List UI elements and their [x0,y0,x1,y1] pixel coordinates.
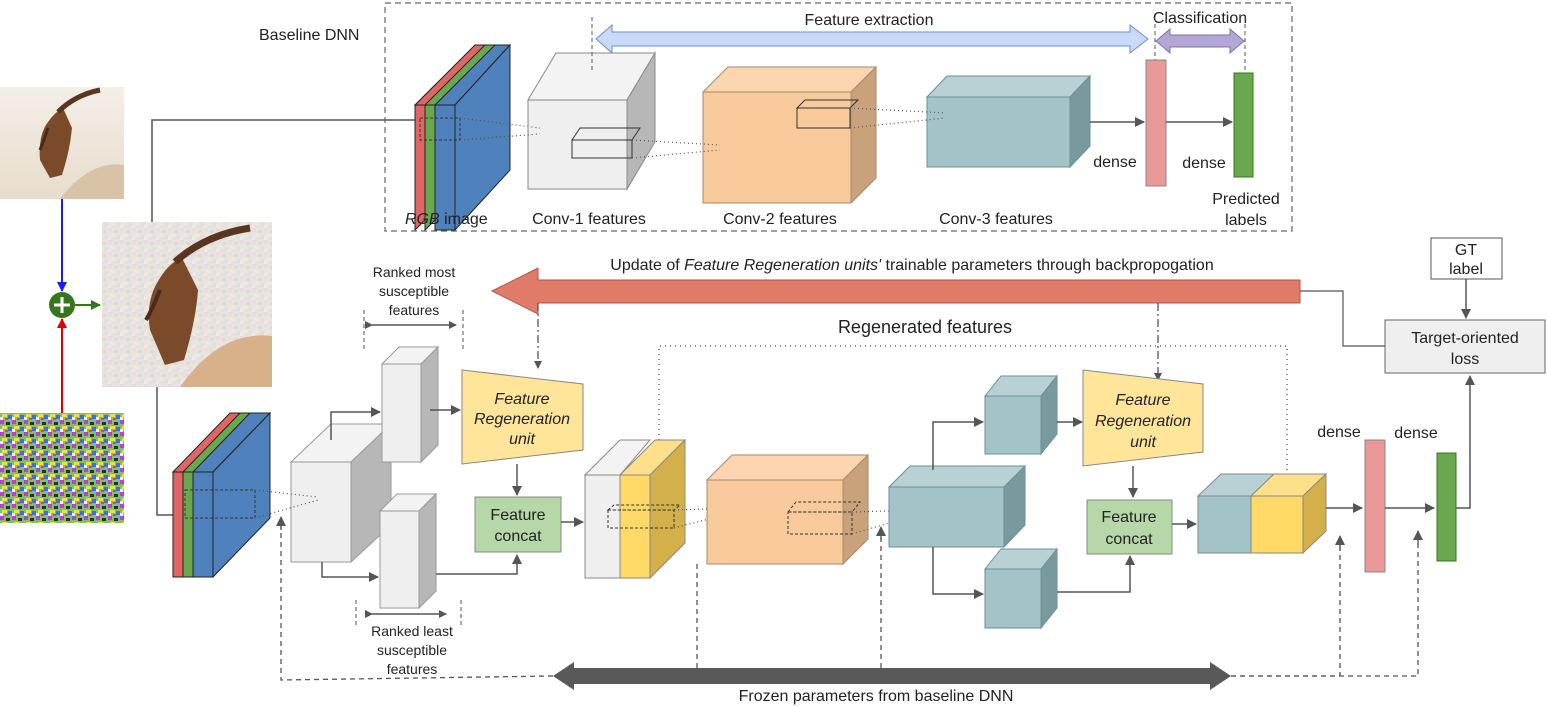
concat2-line1: Feature [1101,509,1156,526]
baseline-rgb-stack [413,43,512,232]
frozen-parameters-label: Frozen parameters from baseline DNN [739,688,1014,705]
fr1-line1: Feature [494,391,549,408]
ranked-most-line2: susceptible [379,283,449,299]
feature-extraction-label: Feature extraction [805,12,934,29]
baseline-dense1-bar [1145,59,1167,187]
baseline-dense2-label: dense [1182,155,1226,172]
backprop-arrow [490,267,1301,315]
conv1-to-least-arrow [321,562,379,582]
fr2-line1: Feature [1115,392,1170,409]
conv1-label: Conv-1 features [532,211,646,228]
concat2-line2: concat [1105,531,1153,548]
adversarial-noise-image [0,413,124,523]
lower-receptive-dots-1 [254,489,319,519]
ibex-perturbed-image [102,222,272,387]
ranked-most-line3: features [389,302,440,318]
fr2-line2: Regeneration [1095,413,1191,430]
feature-extraction-arrow [595,23,1149,55]
predicted-labels-line2: labels [1225,212,1267,229]
regenerated-features-label: Regenerated features [838,317,1012,337]
frozen-connector-heads [276,516,1423,550]
feature-regeneration-unit-2 [1082,369,1204,467]
classification-label: Classification [1153,10,1247,27]
least-to-concat1-arrow [436,554,522,575]
teal-bottom-to-concat2-arrow [1057,555,1135,593]
rgb-image-label: RGB image [405,211,488,228]
lower-dense1-bar [1364,439,1386,573]
gt-line2: label [1449,261,1483,278]
backprop-label: Update of Feature Regeneration units' tr… [610,257,1213,274]
target-oriented-loss-box [1384,319,1546,374]
baseline-dnn-frame [384,2,1293,232]
lower-dense2-bar [1436,452,1457,562]
conv1-to-most-arrow [330,407,381,440]
baseline-conv3-cube [925,74,1092,169]
gt-line1: GT [1455,242,1477,259]
baseline-dense2-bar [1233,72,1254,178]
image-to-lower-line [156,387,178,516]
lower-rgb-stack [171,411,272,579]
ibex-clean-image [0,87,124,199]
lower-conv2-cube [705,453,870,566]
regen-stack-1 [583,438,687,580]
loss-line2: loss [1451,351,1479,368]
loss-to-backprop-line [1300,290,1385,347]
ranked-least-line2: susceptible [377,642,447,658]
baseline-dense1-label: dense [1093,154,1137,171]
lower-dense2-label: dense [1394,425,1438,442]
regen-stack-2 [1196,472,1328,555]
feature-regeneration-unit-1 [461,369,584,465]
ranked-least-line3: features [387,661,438,677]
fr2-line3: unit [1130,434,1156,451]
conv3-label: Conv-3 features [939,211,1053,228]
baseline-conv1-cube [527,51,656,191]
loss-line1: Target-oriented [1411,330,1519,347]
adder-plus-icon [49,292,75,318]
most-susceptible-cube [380,345,440,464]
dense2-to-loss-arrow [1456,375,1475,509]
fr1-line3: unit [509,431,535,448]
fr1-line2: Regeneration [474,411,570,428]
baseline-receptive-dots [459,107,946,159]
frozen-dashed-connectors [280,520,1419,681]
ranked-most-line1: Ranked most [373,264,456,280]
lower-dense1-label: dense [1317,424,1361,441]
conv3-to-teal-bottom-arrow [932,547,984,599]
baseline-dnn-title: Baseline DNN [259,27,359,44]
baseline-conv2-cube [701,65,878,205]
teal-top-cube [983,374,1059,456]
conv2-label: Conv-2 features [723,211,837,228]
regen-bracket-dots [658,345,1288,472]
classification-arrow [1155,27,1245,55]
predicted-labels-line1: Predicted [1212,191,1280,208]
lower-conv1-cube [289,422,393,564]
concat1-line2: concat [494,528,542,545]
teal-bottom-cube [983,547,1059,630]
frozen-parameters-arrow [553,662,1231,690]
conv3-to-teal-top-arrow [932,417,984,470]
image-to-baseline-line [151,119,415,222]
least-susceptible-cube [378,492,438,610]
ranked-least-line1: Ranked least [371,623,453,639]
feature-concat-2 [1086,499,1173,555]
feature-concat-1 [474,496,562,553]
concat1-line1: Feature [490,507,545,524]
lower-conv3-cube [887,464,1027,549]
